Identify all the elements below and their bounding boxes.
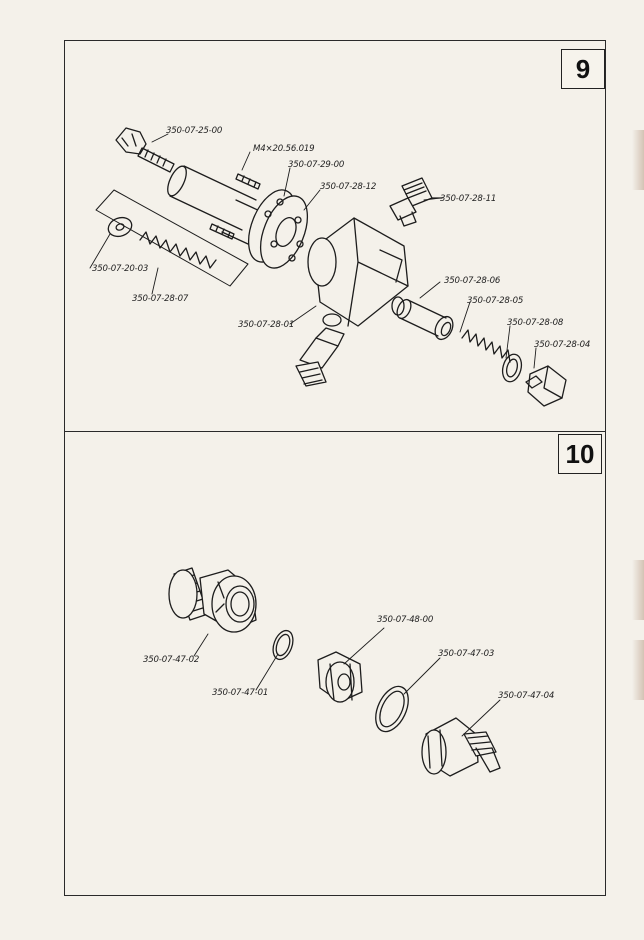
flange [247, 189, 309, 269]
figure-9-number: 9 [561, 49, 605, 89]
page-frame [64, 40, 606, 896]
o-ring [272, 629, 294, 661]
bottom-fitting [295, 327, 345, 387]
part-label: 350-07-20-03 [92, 264, 149, 274]
side-plunger [396, 298, 454, 341]
page-edge-stain [632, 560, 644, 620]
part-label: 350-07-28-05 [467, 296, 524, 306]
washer [501, 353, 523, 383]
part-label: 350-07-47-01 [212, 688, 269, 698]
union-body [168, 567, 257, 633]
part-label: 350-07-28-08 [507, 318, 564, 328]
assembly-bracket [95, 189, 249, 287]
part-label: 350-07-47-04 [498, 691, 555, 701]
page-edge-stain [632, 130, 644, 190]
part-label: 350-07-28-01 [238, 320, 295, 330]
part-label: 350-07-28-07 [132, 294, 189, 304]
part-label: 350-07-28-06 [444, 276, 501, 286]
part-label: 350-07-28-12 [320, 182, 377, 192]
gasket [375, 685, 409, 733]
cylinder-body [167, 165, 263, 245]
handle-bolt [115, 127, 175, 173]
plug [525, 365, 567, 407]
screws [209, 173, 261, 240]
figure-divider [64, 431, 606, 432]
part-label: 350-07-28-04 [534, 340, 591, 350]
nozzle-insert [317, 651, 363, 703]
side-spring [461, 329, 511, 363]
part-label: M4×20.56.019 [253, 144, 315, 154]
top-fitting [389, 177, 443, 227]
figure-10-number: 10 [558, 434, 602, 474]
part-label: 350-07-47-02 [143, 655, 200, 665]
page-edge-stain [632, 640, 644, 700]
nipple-fitting [421, 717, 501, 777]
leader-lines-fig10 [193, 627, 501, 737]
main-block [307, 217, 409, 327]
part-label: 350-07-25-00 [166, 126, 223, 136]
part-label: 350-07-28-11 [440, 194, 497, 204]
part-label: 350-07-48-00 [377, 615, 434, 625]
leader-lines-fig9 [89, 133, 537, 369]
part-label: 350-07-29-00 [288, 160, 345, 170]
part-label: 350-07-47-03 [438, 649, 495, 659]
left-spring [139, 231, 217, 269]
